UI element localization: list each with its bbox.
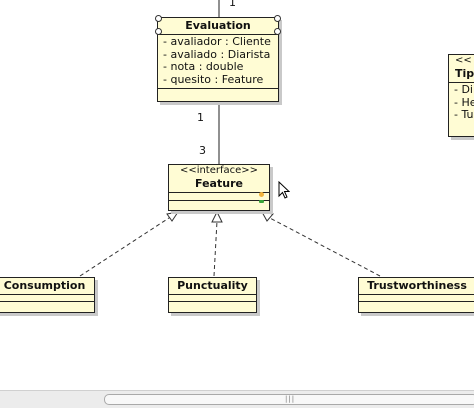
connector-handle-icon[interactable] [259, 200, 264, 203]
interface-feature-name: Feature [195, 177, 243, 190]
class-tip-partial[interactable]: << Tip - Di - He - Tu [448, 54, 474, 137]
class-evaluation-operations [158, 89, 278, 96]
connector-handle-icon[interactable] [259, 192, 264, 197]
attribute-row: - Di [454, 83, 473, 96]
resize-handle[interactable] [155, 15, 162, 22]
stereotype-label: << [455, 55, 472, 66]
realization-arrowhead-punctuality [211, 210, 223, 223]
realization-arrowhead-consumption [166, 211, 180, 222]
class-tip-header: << Tip [449, 55, 474, 83]
resize-handle[interactable] [155, 28, 162, 35]
attribute-row: - avaliador : Cliente [163, 35, 271, 48]
scrollbar-thumb[interactable]: ||| [104, 394, 474, 405]
class-evaluation-name: Evaluation [158, 18, 278, 35]
realization-arrowhead-trustworthiness [261, 211, 274, 222]
interface-feature-attributes [169, 193, 269, 201]
scrollbar-grip-icon: ||| [285, 395, 296, 403]
attribute-row: - nota : double [163, 60, 244, 73]
interface-feature-header: <<interface>> Feature [169, 165, 269, 193]
multiplicity-feature-end: 3 [199, 144, 206, 157]
attribute-row: - avaliado : Diarista [163, 47, 271, 61]
class-consumption[interactable]: Consumption [0, 277, 95, 313]
attribute-row: - quesito : Feature [163, 72, 264, 86]
realization-consumption [79, 215, 173, 277]
interface-feature-operations [169, 201, 269, 208]
realization-trustworthiness [267, 216, 381, 277]
class-trustworthiness[interactable]: Trustworthiness [358, 277, 474, 313]
class-consumption-attributes [0, 295, 94, 302]
class-punctuality[interactable]: Punctuality [168, 277, 257, 313]
class-trustworthiness-attributes [359, 295, 474, 302]
class-punctuality-attributes [169, 295, 256, 302]
interface-feature[interactable]: <<interface>> Feature [168, 164, 270, 211]
class-tip-attributes: - Di - He - Tu [449, 83, 474, 124]
class-consumption-name: Consumption [0, 278, 94, 295]
multiplicity-top: 1 [229, 0, 236, 9]
resize-handle[interactable] [274, 28, 281, 35]
multiplicity-evaluation-end: 1 [197, 111, 204, 124]
attribute-row: - He [454, 95, 474, 109]
realization-punctuality [213, 220, 218, 277]
resize-handle[interactable] [274, 15, 281, 22]
attribute-row: - Tu [454, 108, 474, 121]
class-evaluation[interactable]: Evaluation - avaliador : Cliente - avali… [155, 15, 281, 102]
mouse-cursor-icon [278, 181, 290, 199]
class-evaluation-attributes: - avaliador : Cliente - avaliado : Diari… [158, 35, 278, 89]
class-punctuality-name: Punctuality [169, 278, 256, 295]
horizontal-scrollbar[interactable]: ||| [0, 390, 474, 408]
stereotype-label: <<interface>> [179, 165, 259, 176]
class-tip-name: Tip [455, 67, 474, 80]
class-trustworthiness-name: Trustworthiness [359, 278, 474, 295]
